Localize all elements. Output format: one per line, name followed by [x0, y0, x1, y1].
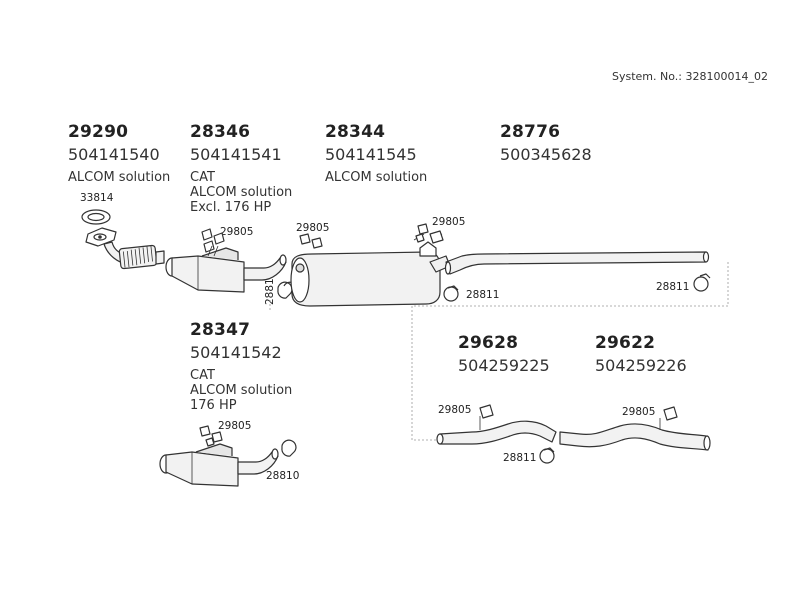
- group-28347-note-2: ALCOM solution: [190, 383, 293, 398]
- group-28347-part-number: 504141542: [190, 343, 282, 362]
- group-29290-note: ALCOM solution: [68, 170, 171, 185]
- rear-pipe-29622: [559, 418, 711, 451]
- group-29628-code: 29628: [458, 333, 519, 353]
- group-28347-code: 28347: [190, 320, 251, 340]
- group-29622-code: 29622: [595, 333, 656, 353]
- group-29290-part-number: 504141540: [68, 145, 160, 164]
- catalytic-converter-28347: [159, 443, 279, 487]
- gasket-33814: [81, 209, 111, 225]
- group-28344-note: ALCOM solution: [325, 170, 428, 185]
- group-28344-code: 28344: [325, 122, 386, 142]
- system-number: System. No.: 328100014_02: [612, 70, 768, 83]
- callout-29805-e: 29805: [438, 404, 472, 416]
- callout-33814: 33814: [80, 192, 114, 204]
- callout-28810-b: 28810: [266, 470, 300, 482]
- group-28344-part-number: 504141545: [325, 145, 417, 164]
- callout-29805-f: 29805: [622, 406, 656, 418]
- group-28346-code: 28346: [190, 122, 251, 142]
- middle-pipe-28776: [444, 251, 710, 275]
- group-28346-note-2: ALCOM solution: [190, 185, 293, 200]
- rubber-hanger-29805-b: [299, 233, 323, 249]
- front-pipe-29290: [85, 227, 165, 270]
- group-28346-note-3: Excl. 176 HP: [190, 200, 272, 215]
- group-28347-note-1: CAT: [190, 368, 215, 383]
- group-28347-note-3: 176 HP: [190, 398, 237, 413]
- catalytic-converter-28346: [165, 245, 287, 293]
- guide-line-rear: [411, 262, 729, 441]
- callout-28811-b: 28811: [656, 281, 690, 293]
- callout-28811-a: 28811: [466, 289, 500, 301]
- group-28776-code: 28776: [500, 122, 561, 142]
- group-29622-part-number: 504259226: [595, 356, 687, 375]
- callout-29805-d: 29805: [218, 420, 252, 432]
- rubber-hanger-29805-d: [199, 425, 223, 447]
- clamp-28810-b: [281, 439, 297, 457]
- rear-pipe-29628: [436, 416, 557, 445]
- group-29628-part-number: 504259225: [458, 356, 550, 375]
- callout-29805-a: 29805: [220, 226, 254, 238]
- callout-29805-c: 29805: [432, 216, 466, 228]
- group-28346-note-1: CAT: [190, 170, 215, 185]
- clamp-28811-c: [539, 447, 555, 464]
- group-28776-part-number: 500345628: [500, 145, 592, 164]
- group-29290-code: 29290: [68, 122, 129, 142]
- clamp-28811-b: [693, 273, 711, 292]
- callout-28811-c: 28811: [503, 452, 537, 464]
- group-28346-part-number: 504141541: [190, 145, 282, 164]
- rubber-hanger-29805-c: [415, 223, 444, 244]
- rubber-hanger-29805-f: [663, 406, 678, 421]
- rubber-hanger-29805-a: [201, 228, 225, 253]
- callout-29805-b: 29805: [296, 222, 330, 234]
- rubber-hanger-29805-e: [479, 404, 494, 419]
- clamp-28811-a: [443, 285, 459, 302]
